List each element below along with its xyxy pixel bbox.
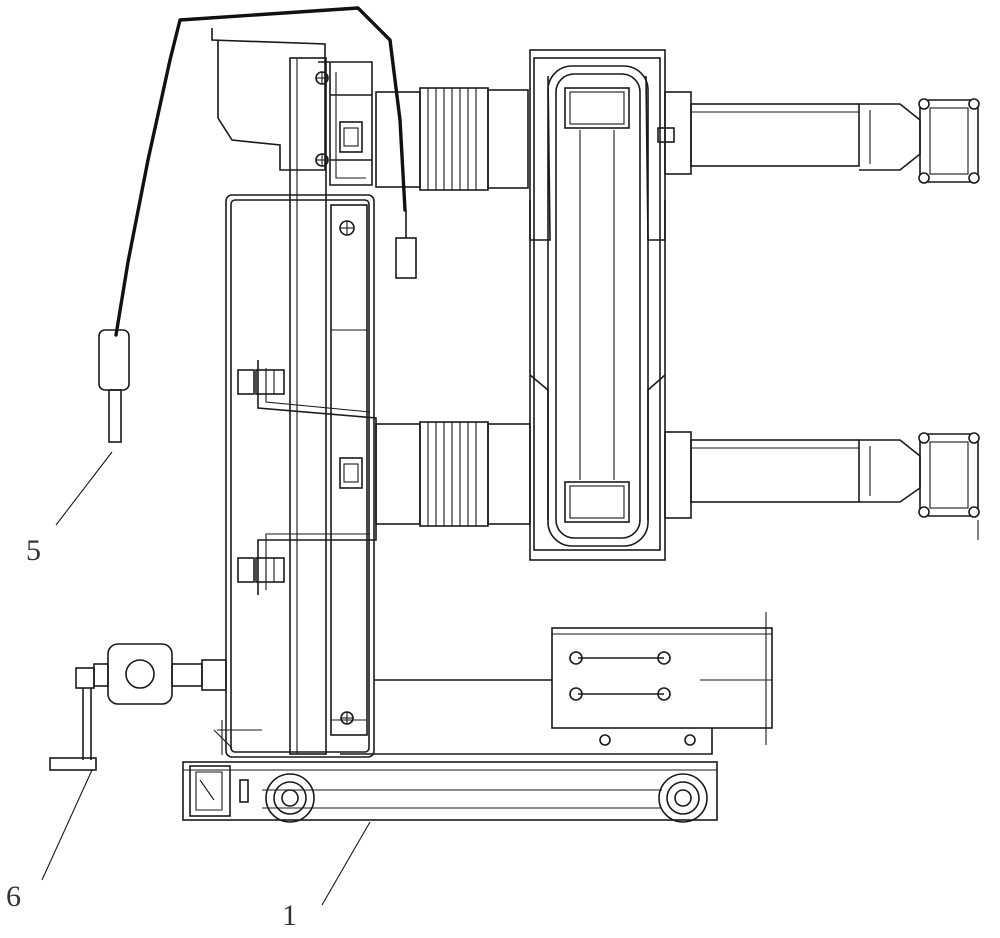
rear-support-rail bbox=[340, 612, 773, 755]
lower-pole bbox=[375, 421, 980, 540]
base-chassis bbox=[182, 720, 718, 823]
pole-housing bbox=[529, 49, 666, 561]
bolt-lower-left bbox=[237, 557, 285, 583]
leader-6 bbox=[41, 769, 93, 881]
callout-label-5: 5 bbox=[26, 534, 41, 567]
lower-bellows bbox=[419, 421, 489, 527]
callout-label-6: 6 bbox=[6, 880, 21, 913]
top-mounting-bracket bbox=[211, 28, 326, 171]
callout-leaders bbox=[41, 451, 371, 906]
cable-and-test-plug bbox=[98, 6, 417, 443]
leader-1 bbox=[321, 821, 371, 906]
upper-plug-terminal bbox=[395, 210, 417, 279]
leader-5 bbox=[55, 451, 113, 526]
bolt-upper-left bbox=[237, 369, 285, 395]
upper-terminal-bus bbox=[315, 61, 373, 236]
rear-wheel bbox=[658, 773, 708, 823]
upper-pole bbox=[375, 87, 980, 191]
lower-terminal-bus bbox=[237, 360, 377, 725]
upper-bellows bbox=[419, 87, 489, 191]
callout-label-1: 1 bbox=[282, 899, 297, 932]
main-frame bbox=[225, 57, 375, 758]
crank-handle bbox=[49, 667, 97, 771]
racking-mechanism bbox=[49, 643, 227, 771]
front-wheel bbox=[265, 773, 315, 823]
test-plug bbox=[98, 329, 130, 443]
